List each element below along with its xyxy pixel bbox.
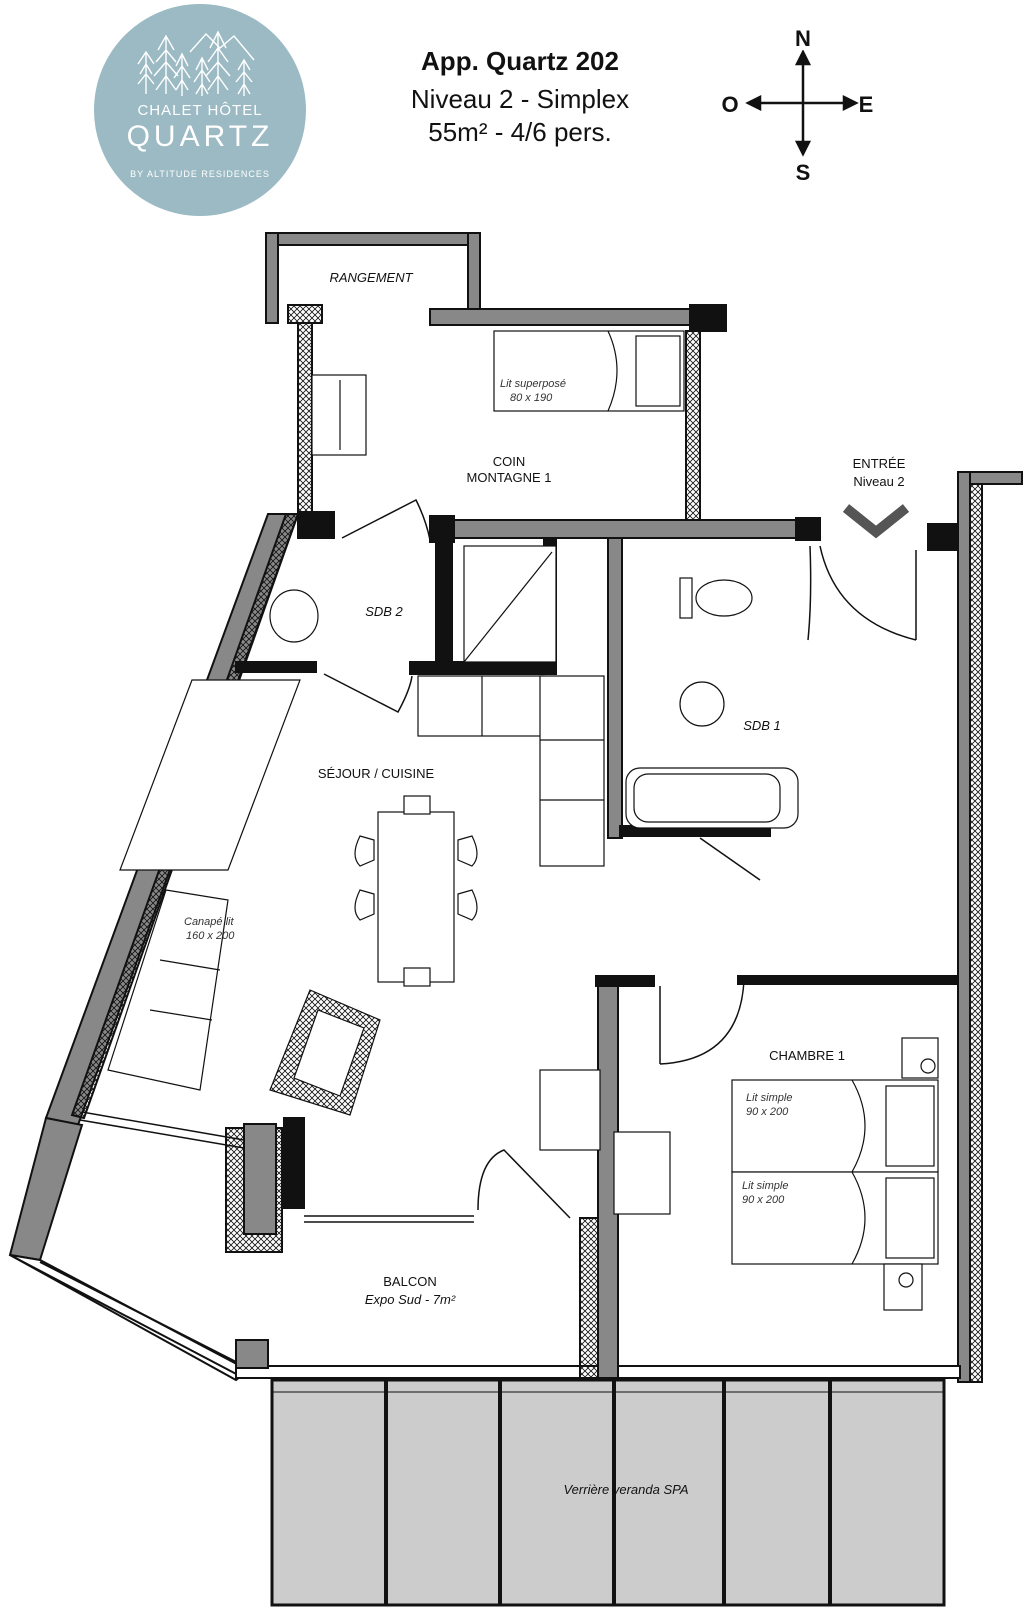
label-rangement: RANGEMENT [329, 270, 413, 285]
door-swings [323, 498, 917, 1219]
logo-line-3: BY ALTITUDE RESIDENCES [130, 169, 270, 179]
apartment-size: 55m² - 4/6 pers. [428, 117, 612, 147]
apartment-level: Niveau 2 - Simplex [410, 84, 630, 114]
label-balcon: BALCON [383, 1274, 437, 1289]
label-coin-line-1: COIN [492, 454, 526, 469]
label-sdb1: SDB 1 [743, 718, 781, 733]
label-entree: ENTRÉE [852, 456, 906, 471]
entry-arrow-icon [842, 504, 910, 539]
label-single-bed-1: Lit simple [746, 1092, 793, 1104]
apartment-title: App. Quartz 202 [421, 46, 619, 76]
label-single-bed-2: Lit simple [742, 1180, 789, 1192]
logo-line-2: QUARTZ [126, 120, 274, 153]
tree-logo-icon [137, 30, 255, 96]
label-bunk-bed: Lit superposé [500, 378, 567, 390]
compass-south: S [795, 160, 811, 185]
label-veranda: Verrière veranda SPA [563, 1482, 689, 1497]
label-single-bed-1-size: 90 x 200 [746, 1106, 789, 1118]
label-sdb2: SDB 2 [365, 604, 403, 619]
furniture [107, 330, 939, 1311]
compass-west: O [721, 92, 739, 117]
label-chambre: CHAMBRE 1 [769, 1048, 845, 1063]
label-bunk-bed-size: 80 x 190 [510, 392, 553, 404]
label-balcon-expo: Expo Sud - 7m² [364, 1292, 456, 1307]
label-entree-level: Niveau 2 [853, 474, 905, 489]
label-sofa-bed-size: 160 x 200 [186, 930, 235, 942]
compass-east: E [858, 92, 874, 117]
hotel-logo: CHALET HÔTEL QUARTZ BY ALTITUDE RESIDENC… [94, 4, 306, 216]
veranda-glass [270, 1378, 946, 1607]
label-sofa-bed: Canapé lit [184, 916, 234, 928]
compass-icon [745, 50, 859, 157]
label-coin-line-2: MONTAGNE 1 [466, 470, 552, 485]
label-sejour: SÉJOUR / CUISINE [317, 766, 435, 781]
label-single-bed-2-size: 90 x 200 [742, 1194, 785, 1206]
compass-north: N [795, 26, 811, 51]
logo-line-1: CHALET HÔTEL [137, 102, 263, 119]
windows [79, 1111, 474, 1223]
